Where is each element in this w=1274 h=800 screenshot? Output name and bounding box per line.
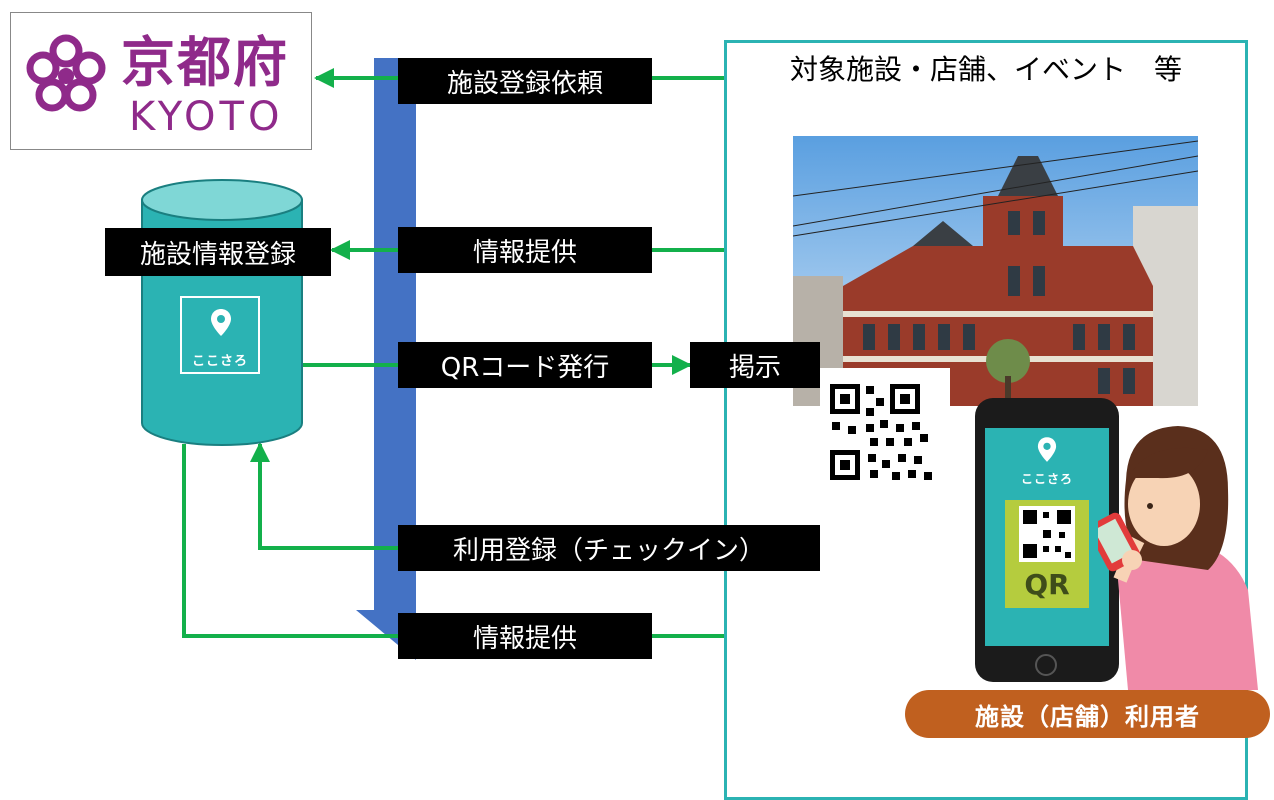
phone-location-pin-icon <box>1037 437 1057 462</box>
label-qr-issue: QRコード発行 <box>398 342 652 388</box>
label-display: 掲示 <box>690 342 820 388</box>
label-checkin: 利用登録（チェックイン） <box>398 525 820 571</box>
phone-home-button <box>1035 654 1057 676</box>
logo-title: 京都府 <box>121 31 289 94</box>
phone-qr-card: QR <box>1005 500 1089 608</box>
user-illustration <box>1098 426 1258 690</box>
db-app-name: ここさろ <box>191 354 248 369</box>
facility-area-title: 対象施設・店舗、イベント 等 <box>790 53 1183 86</box>
building-photo <box>793 136 1198 406</box>
phone-app-name: ここさろ <box>1020 472 1073 486</box>
arrow-info-provide-bottom <box>182 444 974 646</box>
db-app-card: ここさろ <box>180 296 260 374</box>
posted-qr-code <box>820 368 950 496</box>
label-info-provide-bottom: 情報提供 <box>398 613 652 659</box>
db-label-facility-registration: 施設情報登録 <box>105 228 331 276</box>
kyoto-crest-icon <box>26 34 106 112</box>
phone-qr-text: QR <box>1024 568 1070 601</box>
smartphone: ここさろ QR <box>975 398 1119 682</box>
location-pin-icon <box>211 309 231 336</box>
logo-subtitle: KYOTO <box>129 94 284 140</box>
label-info-provide-top: 情報提供 <box>398 227 652 273</box>
info-bus-arrow <box>356 58 416 660</box>
label-register-request: 施設登録依頼 <box>398 58 652 104</box>
facility-user-label: 施設（店舗）利用者 <box>905 690 1270 738</box>
kyoto-logo-box: 京都府 KYOTO <box>10 12 312 150</box>
phone-qr-icon <box>1019 506 1075 562</box>
phone-screen: ここさろ QR <box>985 428 1109 646</box>
